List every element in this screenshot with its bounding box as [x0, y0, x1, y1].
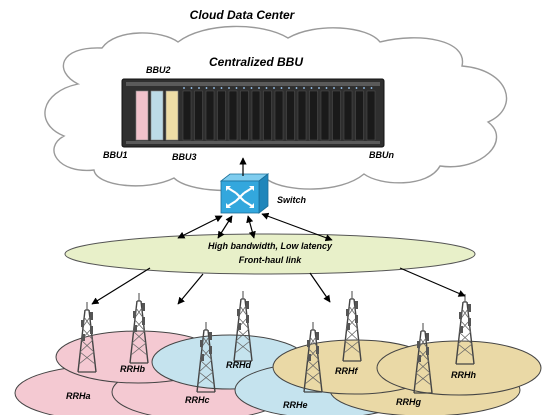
- rack-led: [220, 87, 223, 89]
- rrh-label-c: RRHc: [185, 395, 210, 405]
- cell-areas: [14, 330, 542, 415]
- rack-slot: [217, 90, 226, 141]
- bbu3-label: BBU3: [172, 152, 197, 162]
- rack-led: [198, 87, 200, 89]
- bbu2-label: BBU2: [146, 65, 171, 75]
- rack-led: [288, 87, 290, 89]
- rack-slot: [366, 90, 376, 141]
- rack-led: [190, 87, 193, 89]
- rack-led: [243, 87, 245, 89]
- rack-slot: [286, 90, 295, 141]
- rack-led: [280, 87, 283, 89]
- bbu3-module: [165, 90, 179, 141]
- bbu2-module: [150, 90, 164, 141]
- link-arrows: [91, 157, 466, 305]
- rack-led: [265, 87, 268, 89]
- rrh-label-e: RRHe: [283, 400, 308, 410]
- rack-led: [205, 87, 208, 89]
- cloud-label: Centralized BBU: [209, 55, 303, 69]
- rack-slot: [343, 90, 353, 141]
- rrh-label-d: RRHd: [226, 360, 251, 370]
- rack-slot: [205, 90, 215, 141]
- switch-label: Switch: [277, 195, 307, 205]
- rack-slot: [274, 90, 284, 141]
- rack-slot: [182, 90, 192, 141]
- diagram-title: Cloud Data Center: [190, 8, 296, 22]
- rack-led: [213, 87, 215, 89]
- bbu1-label: BBU1: [103, 150, 128, 160]
- rrh-label-g: RRHg: [396, 397, 421, 407]
- arrow-ring-c: [177, 273, 204, 305]
- rack-led: [295, 87, 298, 89]
- rack-led: [273, 87, 275, 89]
- rack-led: [228, 87, 230, 89]
- rrh-label-h: RRHh: [451, 370, 476, 380]
- rack-slot: [309, 90, 318, 141]
- rack-led: [325, 87, 328, 89]
- rack-led: [370, 87, 373, 89]
- rack-slot: [228, 90, 238, 141]
- rack-slot: [320, 90, 330, 141]
- switch-icon: [219, 173, 270, 214]
- rack-slots: [182, 87, 376, 141]
- rack-slot: [240, 90, 249, 141]
- fronthaul-link: [64, 233, 476, 275]
- rack-slot: [297, 90, 307, 141]
- rack-led: [235, 87, 238, 89]
- arrow-a: [177, 215, 223, 239]
- rack-led: [333, 87, 335, 89]
- arrow-ring-e: [309, 272, 331, 303]
- rack-led: [310, 87, 313, 89]
- fronthaul-line1: High bandwidth, Low latency: [208, 241, 333, 251]
- rack-slot: [332, 90, 341, 141]
- rack-led: [258, 87, 260, 89]
- rack-led: [340, 87, 343, 89]
- arrow-b: [217, 215, 233, 239]
- bbu1-module: [135, 90, 149, 141]
- fronthaul-line2: Front-haul link: [239, 255, 302, 265]
- rack-slot: [194, 90, 203, 141]
- rrh-label-b: RRHb: [120, 364, 145, 374]
- arrow-ring-a: [91, 267, 151, 305]
- arrow-ring-h: [399, 267, 466, 297]
- rack-led: [250, 87, 253, 89]
- bbun-label: BBUn: [369, 150, 394, 160]
- arrow-c: [246, 215, 256, 239]
- arrow-d: [261, 212, 333, 242]
- rack-led: [318, 87, 320, 89]
- bbu-rack: [121, 78, 385, 148]
- rack-led: [355, 87, 358, 89]
- rrh-label-f: RRHf: [335, 366, 358, 376]
- rack-led: [303, 87, 305, 89]
- rack-led: [363, 87, 365, 89]
- rack-slot: [251, 90, 261, 141]
- rack-slot: [355, 90, 364, 141]
- rrh-label-a: RRHa: [66, 391, 91, 401]
- rack-slot: [263, 90, 272, 141]
- rack-led: [183, 87, 185, 89]
- rack-led: [348, 87, 350, 89]
